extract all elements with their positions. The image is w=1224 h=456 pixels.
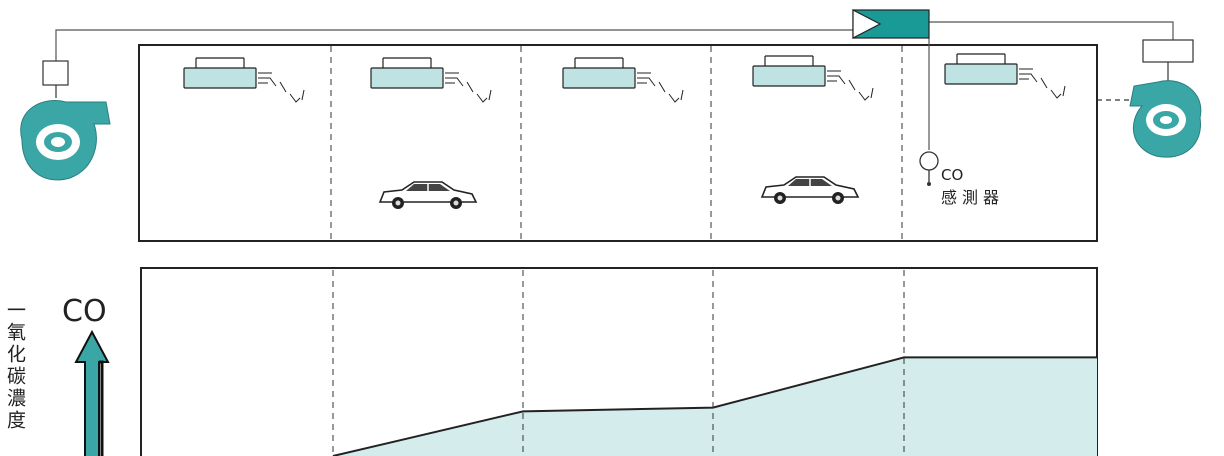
tunnel-section	[138, 44, 1098, 242]
co-unit-label: CO	[62, 294, 107, 329]
jet-fan-icon	[562, 57, 684, 103]
co-concentration-graph	[140, 267, 1098, 456]
supply-fan-icon	[1097, 39, 1202, 158]
car-icon	[379, 181, 477, 210]
control-line	[55, 21, 1174, 150]
up-arrow-icon	[74, 329, 110, 456]
co-sensor-label: 感測器	[941, 188, 1004, 207]
co-sensor-icon	[919, 151, 939, 186]
jet-fan-icon	[183, 57, 305, 103]
co-concentration-area	[141, 357, 1097, 456]
car-icon	[761, 176, 859, 205]
controller-icon	[852, 9, 930, 39]
jet-fan-icon	[944, 53, 1066, 99]
y-axis-label: 一氧化碳濃度	[4, 300, 26, 432]
jet-fan-icon	[370, 57, 492, 103]
jet-fan-icon	[752, 55, 874, 101]
co-sensor-label: CO	[941, 166, 963, 184]
exhaust-fan-icon	[20, 60, 111, 181]
